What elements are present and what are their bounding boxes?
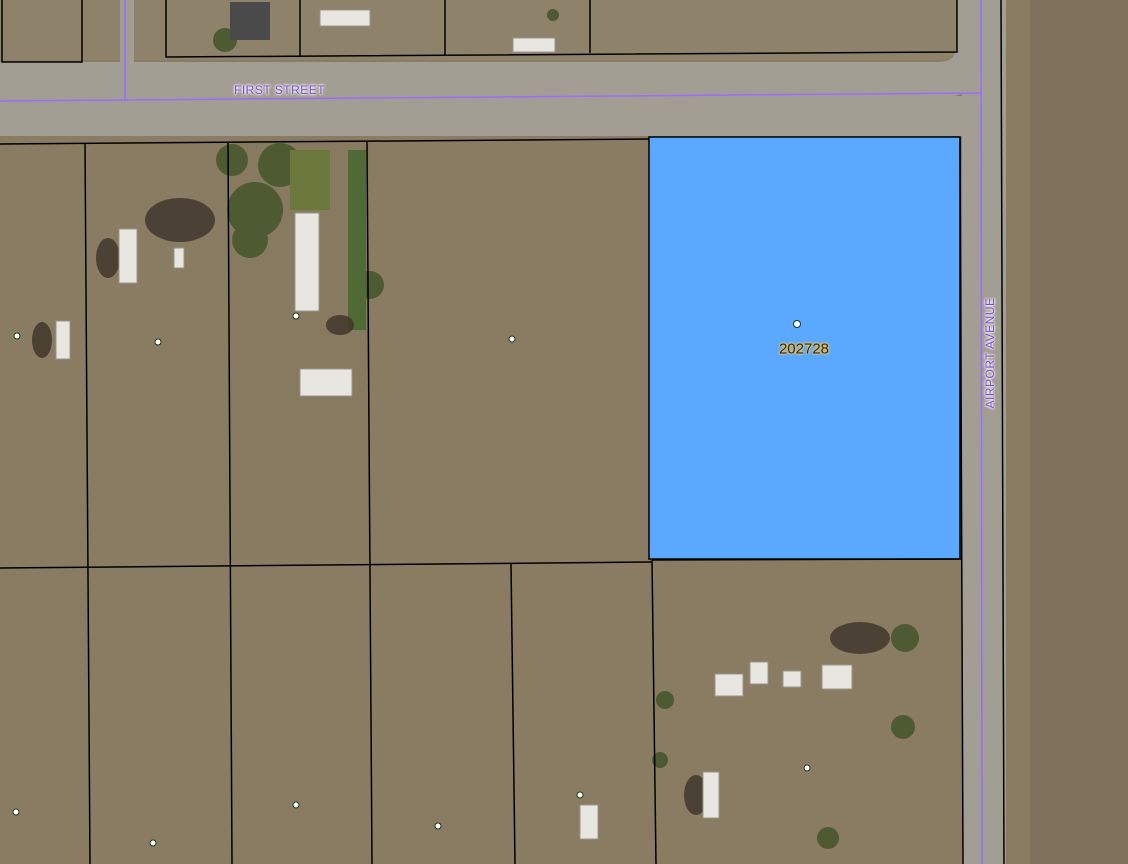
parcel-boundaries	[0, 0, 1005, 864]
parcel-centroid	[12, 808, 20, 816]
parcel-id-label[interactable]: 202728	[778, 340, 830, 358]
parcel-centroid	[508, 335, 516, 343]
parcel-centroid	[13, 332, 21, 340]
parcel-centroid-selected	[793, 320, 801, 328]
parcel-centroid	[434, 822, 442, 830]
north-lots	[0, 0, 960, 60]
first-street-pavement	[0, 96, 980, 136]
side-road	[120, 0, 134, 100]
parcel-centroid	[149, 839, 157, 847]
dark-roof	[230, 2, 270, 40]
first-street-label: FIRST STREET	[234, 83, 326, 97]
structures	[55, 9, 853, 840]
street-centerlines	[0, 0, 983, 864]
airport-avenue-road	[962, 0, 1006, 864]
airport-avenue-label: AIRPORT AVENUE	[983, 297, 997, 409]
parcel-centroid	[292, 312, 300, 320]
parcel-centroid	[154, 338, 162, 346]
lawn	[290, 150, 330, 210]
selected-parcel[interactable]	[648, 136, 961, 560]
parcel-centroid	[576, 791, 584, 799]
parcel-centroid	[292, 801, 300, 809]
shadows	[32, 198, 890, 815]
hedge-row	[348, 150, 366, 330]
aerial-field-east	[1030, 0, 1128, 864]
parcel-centroids	[12, 312, 811, 847]
parcel-centroid	[803, 764, 811, 772]
